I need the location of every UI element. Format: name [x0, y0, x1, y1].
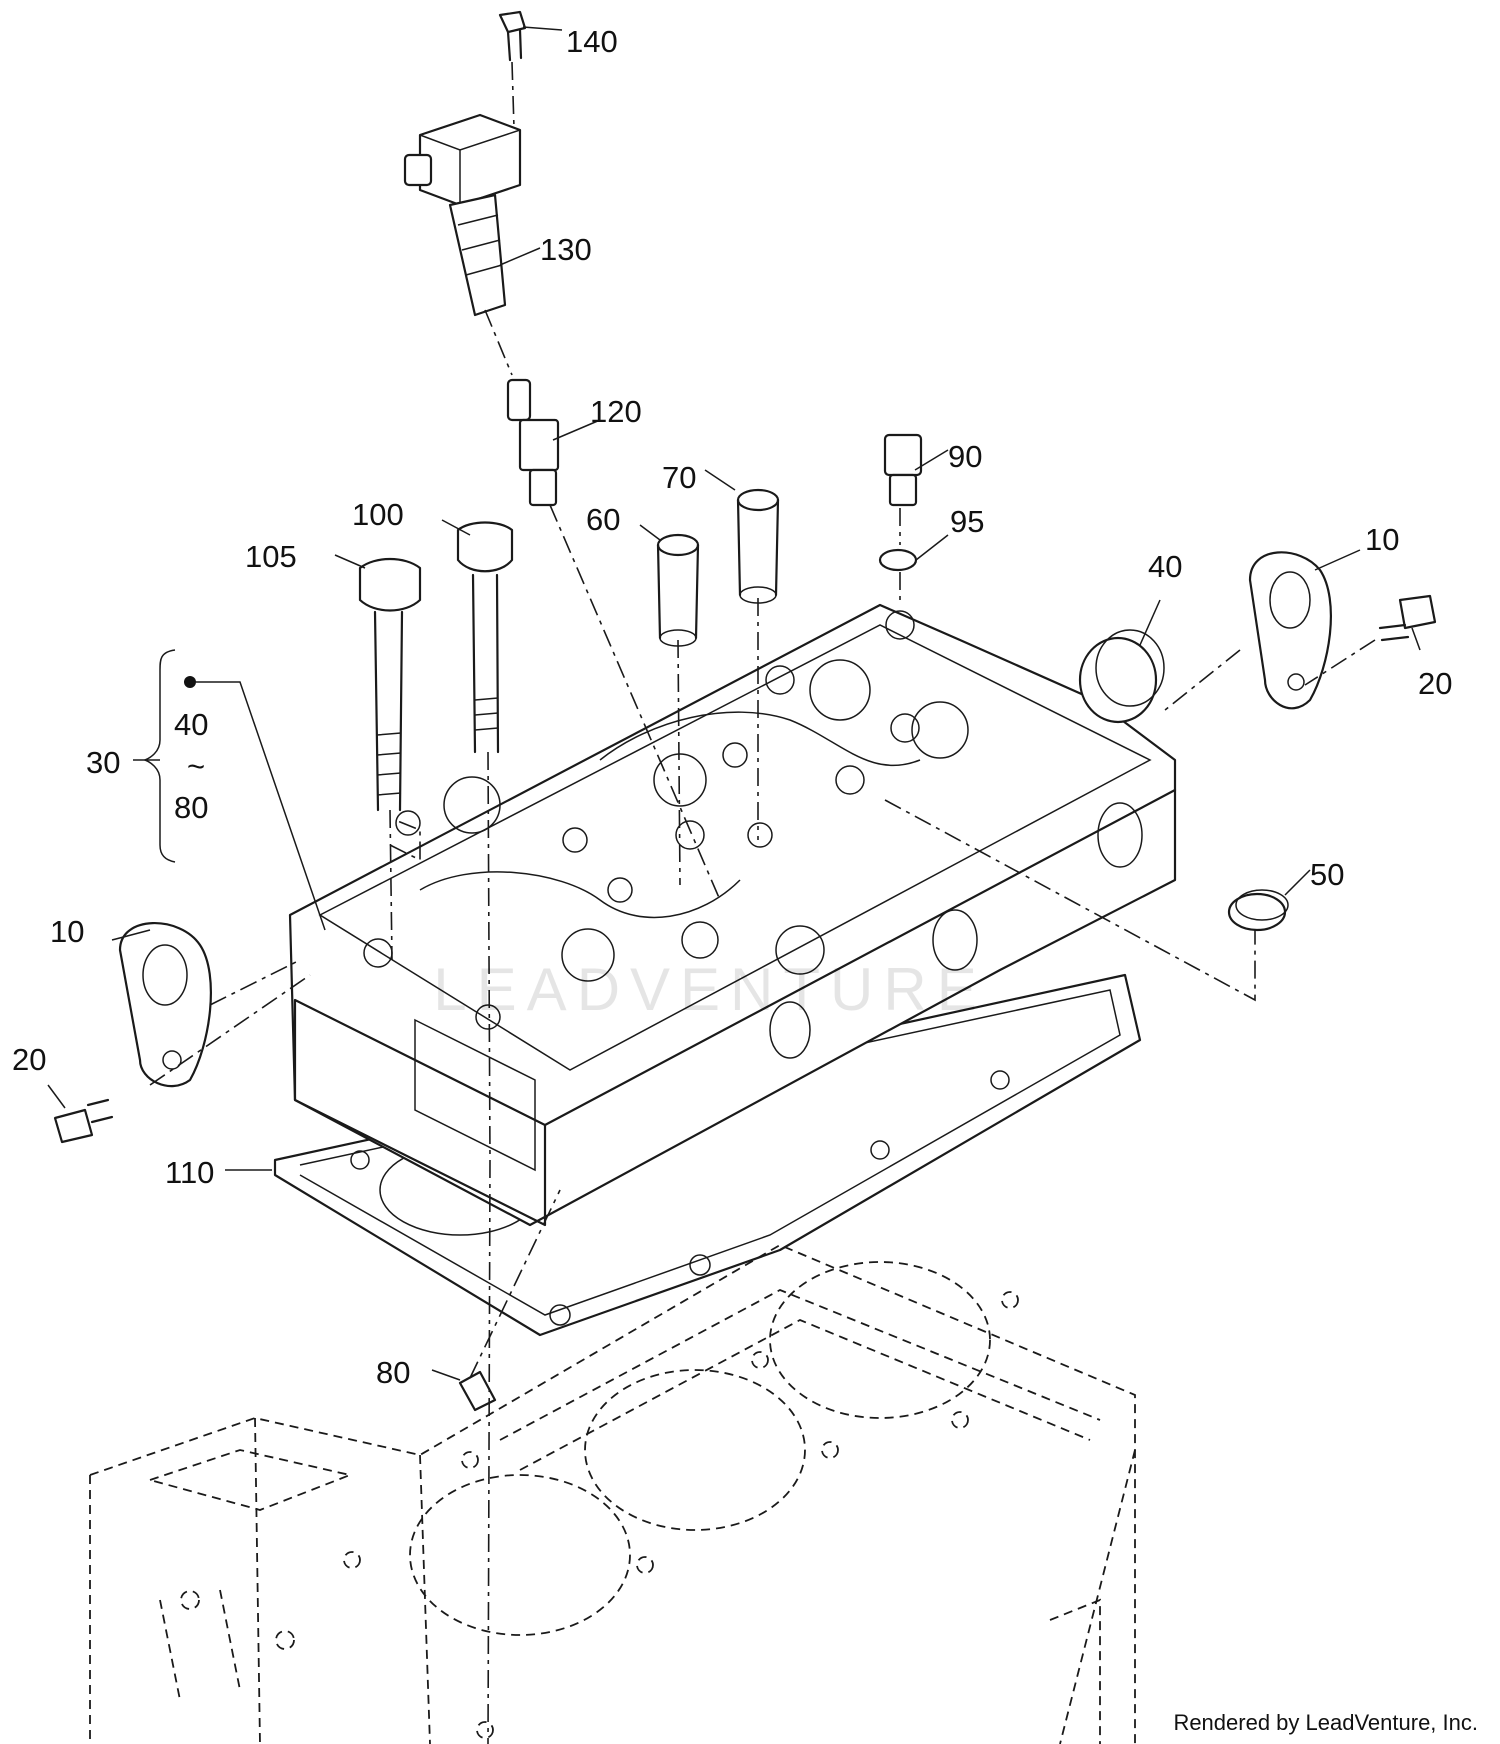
callout-10-left[interactable]: 10: [50, 914, 84, 949]
callout-group-tilde: ~: [187, 749, 205, 784]
head-bolt-100: [456, 521, 514, 754]
stud-105: [358, 558, 422, 812]
cylinder-head: [288, 603, 1177, 1227]
washer-95: [878, 548, 918, 572]
callout-130[interactable]: 130: [540, 232, 592, 267]
callout-110[interactable]: 110: [165, 1155, 214, 1190]
callout-10-right[interactable]: 10: [1365, 522, 1399, 557]
engine-block: [89, 1243, 1136, 1744]
callout-group-40[interactable]: 40: [174, 707, 208, 742]
render-credit: Rendered by LeadVenture, Inc.: [1173, 1710, 1478, 1735]
callout-90[interactable]: 90: [948, 439, 982, 474]
callout-20-left[interactable]: 20: [12, 1042, 46, 1077]
callout-50[interactable]: 50: [1310, 857, 1344, 892]
callout-105[interactable]: 105: [245, 539, 297, 574]
callout-group-80[interactable]: 80: [174, 790, 208, 825]
plug-40-right: [1078, 629, 1165, 724]
bolt-20-left: [53, 1098, 114, 1144]
watermark: LEADVENTURE: [433, 956, 986, 1023]
callout-30[interactable]: 30: [86, 745, 120, 780]
plug-50: [1227, 889, 1289, 932]
bolt-20-right: [1378, 594, 1437, 642]
center-lines: [149, 61, 1376, 1744]
bolt-140: [498, 10, 527, 62]
spark-plug-120: [506, 378, 560, 507]
dowel-80: [458, 1370, 497, 1412]
ignition-coil-130: [403, 113, 522, 317]
callout-80[interactable]: 80: [376, 1355, 410, 1390]
sensor-90: [883, 433, 923, 507]
callout-70[interactable]: 70: [662, 460, 696, 495]
valve-guide-70: [736, 488, 780, 604]
leader-lines: [47, 26, 1421, 1381]
callout-100[interactable]: 100: [352, 497, 404, 532]
callout-95[interactable]: 95: [950, 504, 984, 539]
callout-40-right[interactable]: 40: [1148, 549, 1182, 584]
callout-140[interactable]: 140: [566, 24, 618, 59]
callout-20-right[interactable]: 20: [1418, 666, 1452, 701]
callout-labels: 140 130 120 90 95 70 60 100 105 40 10 20…: [12, 24, 1452, 1390]
valve-guide-60: [656, 533, 700, 647]
head-gasket: [273, 973, 1142, 1337]
gasket-plate-10-left: [118, 922, 213, 1088]
callout-120[interactable]: 120: [590, 394, 642, 429]
gasket-plate-10-right: [1248, 551, 1332, 710]
callout-60[interactable]: 60: [586, 502, 620, 537]
